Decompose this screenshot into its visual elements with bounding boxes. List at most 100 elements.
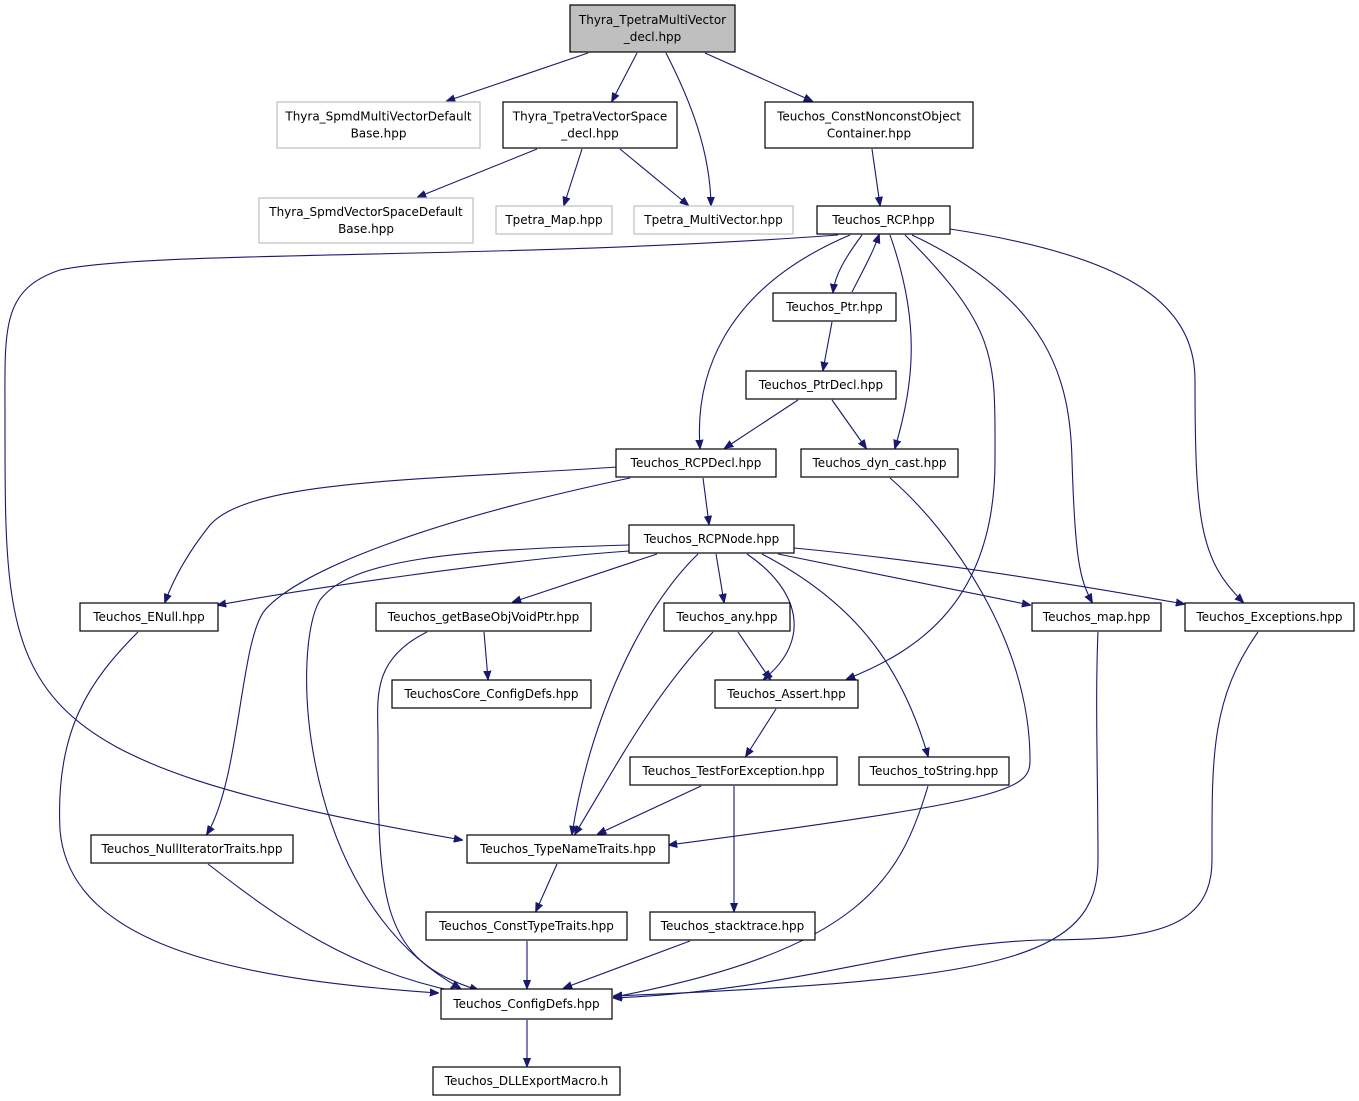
edge-rcpnode-to-gbovp [513, 553, 658, 602]
node-box[interactable] [502, 101, 678, 149]
node-box[interactable] [466, 834, 670, 864]
node-box[interactable] [772, 292, 897, 322]
node-label: Teuchos_DLLExportMacro.h [444, 1074, 609, 1088]
node-any[interactable]: Teuchos_any.hpp [663, 602, 791, 632]
node-ptrdecl[interactable]: Teuchos_PtrDecl.hpp [745, 370, 897, 400]
edge-stack-to-cfg [564, 940, 691, 988]
node-box[interactable] [663, 602, 791, 632]
node-corecfg[interactable]: TeuchosCore_ConfigDefs.hpp [391, 679, 592, 709]
edge-rcp-to-ptr [833, 234, 863, 292]
edge-rcpdecl-to-nit [207, 477, 631, 834]
node-box[interactable] [425, 911, 628, 941]
node-box[interactable] [633, 205, 794, 235]
node-label: _decl.hpp [623, 30, 682, 44]
node-label: Teuchos_ConfigDefs.hpp [452, 997, 599, 1011]
node-box[interactable] [1184, 602, 1355, 632]
node-label: Teuchos_TypeNameTraits.hpp [479, 842, 656, 856]
node-label: Base.hpp [351, 127, 407, 141]
node-dyncast[interactable]: Teuchos_dyn_cast.hpp [800, 448, 959, 478]
node-tvs[interactable]: Thyra_TpetraVectorSpace_decl.hpp [502, 101, 678, 149]
edge-rcpnode-to-enull [218, 550, 630, 605]
node-box[interactable] [375, 602, 592, 632]
node-label: Teuchos_any.hpp [675, 610, 777, 624]
node-box[interactable] [79, 602, 219, 632]
edge-ptr-to-rcp [851, 235, 879, 293]
node-label: TeuchosCore_ConfigDefs.hpp [403, 687, 578, 701]
node-box[interactable] [800, 448, 959, 478]
node-exc[interactable]: Teuchos_Exceptions.hpp [1184, 602, 1355, 632]
node-rcpnode[interactable]: Teuchos_RCPNode.hpp [628, 524, 795, 554]
edge-rcp-to-tnt [4, 234, 839, 840]
node-box[interactable] [258, 197, 474, 244]
edge-rcpnode-to-cfg [306, 544, 630, 988]
node-ptr[interactable]: Teuchos_Ptr.hpp [772, 292, 897, 322]
node-box[interactable] [816, 205, 951, 235]
edge-rcp-to-exc [949, 228, 1243, 602]
node-box[interactable] [1031, 602, 1162, 632]
edge-rcpnode-to-assert [746, 553, 795, 679]
edge-rcpnode-to-exc [793, 547, 1184, 604]
node-box[interactable] [615, 448, 777, 478]
node-box[interactable] [649, 911, 816, 941]
node-enull[interactable]: Teuchos_ENull.hpp [79, 602, 219, 632]
node-nit[interactable]: Teuchos_NullIteratorTraits.hpp [90, 834, 294, 864]
node-label: Teuchos_Ptr.hpp [785, 300, 883, 314]
node-label: Teuchos_TestForException.hpp [641, 764, 824, 778]
node-rcpdecl[interactable]: Teuchos_RCPDecl.hpp [615, 448, 777, 478]
node-box[interactable] [276, 101, 481, 149]
edge-ptrdecl-to-rcpdecl [725, 399, 799, 448]
edge-enull-to-cfg [58, 631, 438, 993]
node-label: Teuchos_RCP.hpp [831, 213, 934, 227]
edge-rcp-to-map [911, 234, 1092, 602]
node-assert[interactable]: Teuchos_Assert.hpp [714, 679, 859, 709]
node-box[interactable] [440, 988, 613, 1020]
node-box[interactable] [858, 756, 1010, 786]
node-root[interactable]: Thyra_TpetraMultiVector_decl.hpp [569, 4, 736, 53]
node-box[interactable] [432, 1066, 621, 1096]
node-box[interactable] [495, 205, 613, 235]
edges-layer [4, 52, 1259, 1066]
node-label: Teuchos_getBaseObjVoidPtr.hpp [387, 610, 579, 624]
edge-root-to-spmdmv [447, 52, 589, 101]
node-label: Teuchos_ENull.hpp [92, 610, 205, 624]
node-label: Teuchos_NullIteratorTraits.hpp [100, 842, 282, 856]
node-tmv[interactable]: Tpetra_MultiVector.hpp [633, 205, 794, 235]
edge-exc-to-cfg [614, 631, 1259, 998]
node-label: Container.hpp [827, 127, 911, 141]
edge-tnt-to-ctt [536, 863, 558, 911]
node-tmap[interactable]: Tpetra_Map.hpp [495, 205, 613, 235]
edge-map-to-cfg [614, 631, 1099, 996]
edge-any-to-tnt [575, 631, 714, 834]
edge-root-to-cnoc [704, 52, 812, 101]
node-tostring[interactable]: Teuchos_toString.hpp [858, 756, 1010, 786]
node-label: Base.hpp [338, 222, 394, 236]
node-rcp[interactable]: Teuchos_RCP.hpp [816, 205, 951, 235]
node-box[interactable] [569, 4, 736, 53]
node-tfe[interactable]: Teuchos_TestForException.hpp [629, 756, 838, 786]
node-cfg[interactable]: Teuchos_ConfigDefs.hpp [440, 988, 613, 1020]
node-box[interactable] [629, 756, 838, 786]
node-stack[interactable]: Teuchos_stacktrace.hpp [649, 911, 816, 941]
edge-tvs-to-spmdvs [418, 148, 538, 197]
node-label: Teuchos_PtrDecl.hpp [758, 378, 883, 392]
node-box[interactable] [714, 679, 859, 709]
edge-tostring-to-cfg [614, 785, 929, 997]
node-box[interactable] [628, 524, 795, 554]
edge-dyncast-to-tnt [669, 477, 1031, 845]
node-ctt[interactable]: Teuchos_ConstTypeTraits.hpp [425, 911, 628, 941]
node-box[interactable] [745, 370, 897, 400]
node-box[interactable] [391, 679, 592, 709]
edge-rcpnode-to-tostring [761, 553, 928, 756]
edge-rcp-to-assert [847, 234, 996, 679]
node-label: Thyra_TpetraVectorSpace [512, 110, 667, 124]
node-map[interactable]: Teuchos_map.hpp [1031, 602, 1162, 632]
node-box[interactable] [764, 101, 974, 149]
node-label: Teuchos_RCPNode.hpp [643, 532, 779, 546]
node-gbovp[interactable]: Teuchos_getBaseObjVoidPtr.hpp [375, 602, 592, 632]
node-dll[interactable]: Teuchos_DLLExportMacro.h [432, 1066, 621, 1096]
node-tnt[interactable]: Teuchos_TypeNameTraits.hpp [466, 834, 670, 864]
node-box[interactable] [90, 834, 294, 864]
